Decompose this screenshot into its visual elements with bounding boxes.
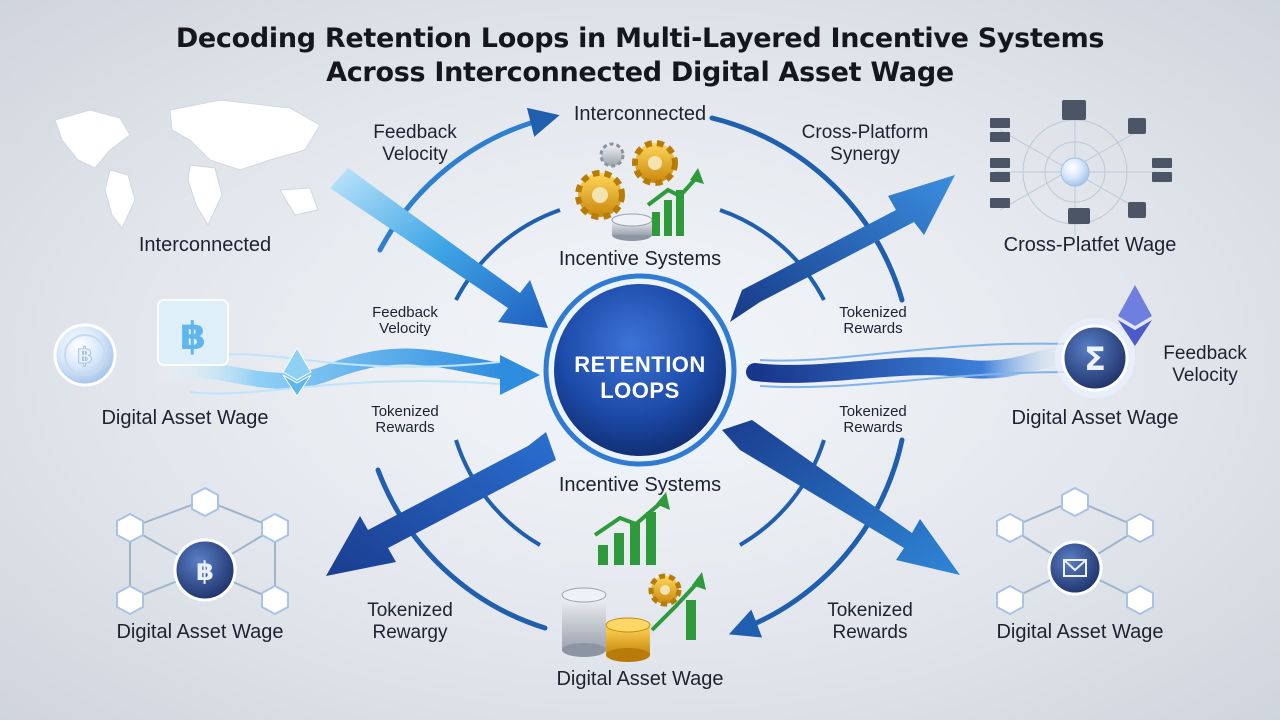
svg-text:฿: ฿ xyxy=(180,314,206,358)
sigma-token-icon: Σ xyxy=(1055,318,1135,398)
stream-right xyxy=(746,342,1089,389)
label-bottom: Digital Asset Wage xyxy=(556,668,724,690)
center-line-1: RETENTION xyxy=(574,352,706,377)
label-panel-mid-right: Digital Asset Wage xyxy=(1011,407,1179,429)
coins-icon-top xyxy=(611,213,653,241)
stream-left xyxy=(142,348,540,395)
label-top: Interconnected xyxy=(573,103,707,125)
ethereum-icon-left xyxy=(282,347,312,397)
label-mid-left-lower: Tokenized Rewards xyxy=(371,403,439,436)
arrow-lower-left xyxy=(326,432,556,576)
label-upper-right-arrow: Cross-Platform Synergy xyxy=(801,122,929,165)
label-lower-left-arrow: Tokenized Rewargy xyxy=(367,600,453,643)
inner-loop-ring xyxy=(454,208,826,547)
label-panel-top-right: Cross-Platfet Wage xyxy=(1003,234,1177,256)
label-panel-bottom-left: Digital Asset Wage xyxy=(116,621,284,643)
network-icon-bottom-right xyxy=(996,486,1154,616)
svg-text:Σ: Σ xyxy=(1084,340,1106,378)
title-line-1: Decoding Retention Loops in Multi-Layere… xyxy=(175,23,1105,54)
label-panel-mid-right-extra: Feedback Velocity xyxy=(1163,343,1247,386)
label-bottom-inner: Incentive Systems xyxy=(558,474,722,496)
growth-chart-icon-bottom xyxy=(593,492,670,565)
ethereum-icon-right xyxy=(1118,285,1152,346)
coins-icon-bottom xyxy=(561,572,706,662)
arrow-upper-left xyxy=(330,168,548,328)
center-hub xyxy=(510,240,770,500)
network-icon-bottom-left: ฿ xyxy=(116,486,289,616)
bitcoin-icon-left: ฿ xyxy=(53,323,117,387)
svg-text:฿: ฿ xyxy=(77,344,92,369)
label-lower-right-arrow: Tokenized Rewards xyxy=(827,600,913,643)
svg-text:฿: ฿ xyxy=(196,557,214,587)
gears-icon xyxy=(575,140,678,220)
label-mid-right-upper: Tokenized Rewards xyxy=(839,304,907,337)
label-top-inner: Incentive Systems xyxy=(558,248,722,270)
label-panel-top-left: Interconnected xyxy=(138,234,272,256)
label-upper-left-arrow: Feedback Velocity xyxy=(373,122,457,165)
label-panel-mid-left: Digital Asset Wage xyxy=(101,407,269,429)
label-panel-bottom-right: Digital Asset Wage xyxy=(996,621,1164,643)
gear-icon-bottom xyxy=(648,573,682,607)
center-line-2: LOOPS xyxy=(600,378,680,403)
growth-chart-icon-top xyxy=(646,168,704,236)
arrow-upper-right xyxy=(730,175,955,322)
diagram-title: Decoding Retention Loops in Multi-Layere… xyxy=(0,22,1280,90)
center-hub-label: RETENTION LOOPS xyxy=(560,352,720,404)
title-line-2: Across Interconnected Digital Asset Wage xyxy=(326,57,954,88)
bitcoin-tile-icon: ฿ xyxy=(157,299,229,366)
label-mid-left-upper: Feedback Velocity xyxy=(372,304,438,337)
arrow-lower-right xyxy=(722,420,960,575)
world-map-icon xyxy=(54,99,321,229)
network-icon-top-right xyxy=(990,100,1172,235)
label-mid-right-lower: Tokenized Rewards xyxy=(839,403,907,436)
